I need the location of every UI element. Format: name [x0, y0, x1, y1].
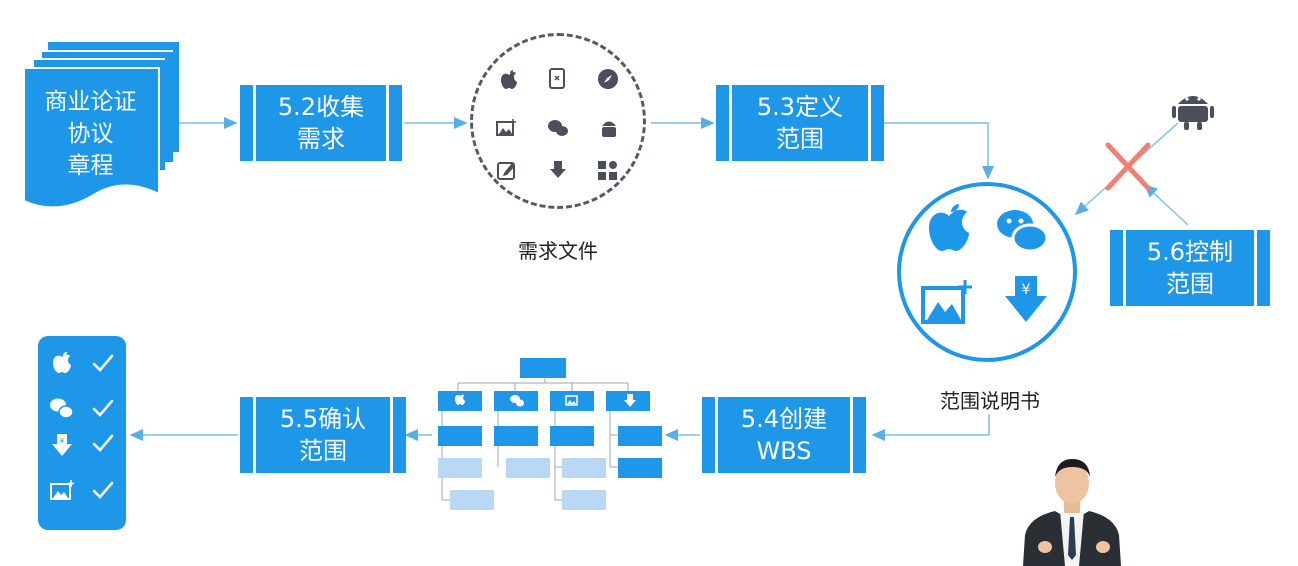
edit-icon	[497, 162, 515, 180]
tablet-icon	[549, 68, 565, 89]
scope-statement-circle	[897, 182, 1077, 362]
wbs-leaf	[550, 426, 594, 446]
wechat-icon	[50, 398, 74, 419]
image-icon	[50, 480, 74, 500]
wbs-leaf	[618, 458, 662, 478]
input-label-2: 协议	[67, 121, 114, 147]
wbs-leaf	[562, 458, 606, 478]
check-icon	[92, 399, 114, 417]
android-icon	[602, 121, 616, 137]
input-label-1: 商业论证	[44, 89, 137, 115]
check-icon	[92, 481, 114, 499]
scope-icon-grid: ¥	[921, 204, 1049, 324]
wechat-icon	[997, 210, 1049, 253]
grid-icon	[598, 161, 617, 180]
requirements-doc-caption: 需求文件	[518, 239, 598, 263]
download-icon	[624, 394, 636, 407]
scope-statement-caption: 范围说明书	[940, 389, 1040, 413]
check-icon	[92, 434, 114, 452]
apple-icon	[501, 70, 517, 89]
presenter-figure	[1023, 459, 1121, 566]
validate-line2: 范围	[299, 437, 347, 465]
process-collect-requirements: 5.2收集 需求	[240, 85, 402, 161]
svg-text:¥: ¥	[60, 437, 65, 445]
validated-checklist	[38, 336, 126, 530]
apple-icon	[929, 204, 969, 251]
wbs-leaf	[562, 490, 606, 510]
yen-download-icon: ¥	[1005, 276, 1047, 322]
input-label-3: 章程	[67, 153, 114, 179]
process-validate-scope: 5.5确认 范围	[240, 397, 406, 473]
image-icon	[921, 280, 972, 324]
define-line2: 范围	[776, 125, 824, 153]
arrow-scope-to-wbs	[871, 414, 990, 441]
wbs-node-image	[550, 391, 594, 411]
process-control-scope: 5.6控制 范围	[1110, 230, 1270, 306]
requirements-doc-circle	[470, 33, 646, 209]
yen-download-icon: ¥	[52, 434, 72, 456]
define-line1: 5.3定义	[756, 93, 844, 121]
wbs-leaf	[506, 458, 550, 478]
reject-cross-icon	[1105, 142, 1151, 191]
control-line1: 5.6控制	[1146, 238, 1234, 266]
compass-icon	[598, 69, 618, 89]
wbs-leaf	[438, 458, 482, 478]
wbs-leaf	[494, 426, 538, 446]
apple-icon	[53, 352, 71, 373]
collect-line1: 5.2收集	[277, 93, 365, 121]
download-icon	[550, 161, 566, 178]
requirements-icon-grid	[496, 68, 618, 180]
process-define-scope: 5.3定义 范围	[716, 85, 884, 161]
control-line2: 范围	[1166, 270, 1214, 298]
rejected-android-icon	[1172, 96, 1214, 130]
image-icon	[565, 395, 578, 406]
wechat-icon	[510, 395, 524, 407]
wbs-leaf	[450, 490, 494, 510]
process-create-wbs: 5.4创建 WBS	[702, 397, 866, 473]
apple-icon	[455, 394, 465, 405]
wbs-leaf	[438, 426, 482, 446]
check-icon	[92, 354, 114, 372]
image-icon	[496, 119, 516, 136]
svg-text:¥: ¥	[1022, 282, 1031, 298]
wbs-line1: 5.4创建	[740, 405, 828, 433]
wbs-leaf	[618, 426, 662, 446]
wbs-root-node	[520, 358, 566, 378]
arrow-control-to-scope	[1143, 183, 1189, 226]
validate-line1: 5.5确认	[279, 405, 367, 433]
collect-line2: 需求	[297, 125, 345, 153]
arrow-define-to-scope	[884, 122, 994, 180]
wbs-line2: WBS	[756, 437, 812, 465]
wechat-icon	[548, 120, 568, 136]
